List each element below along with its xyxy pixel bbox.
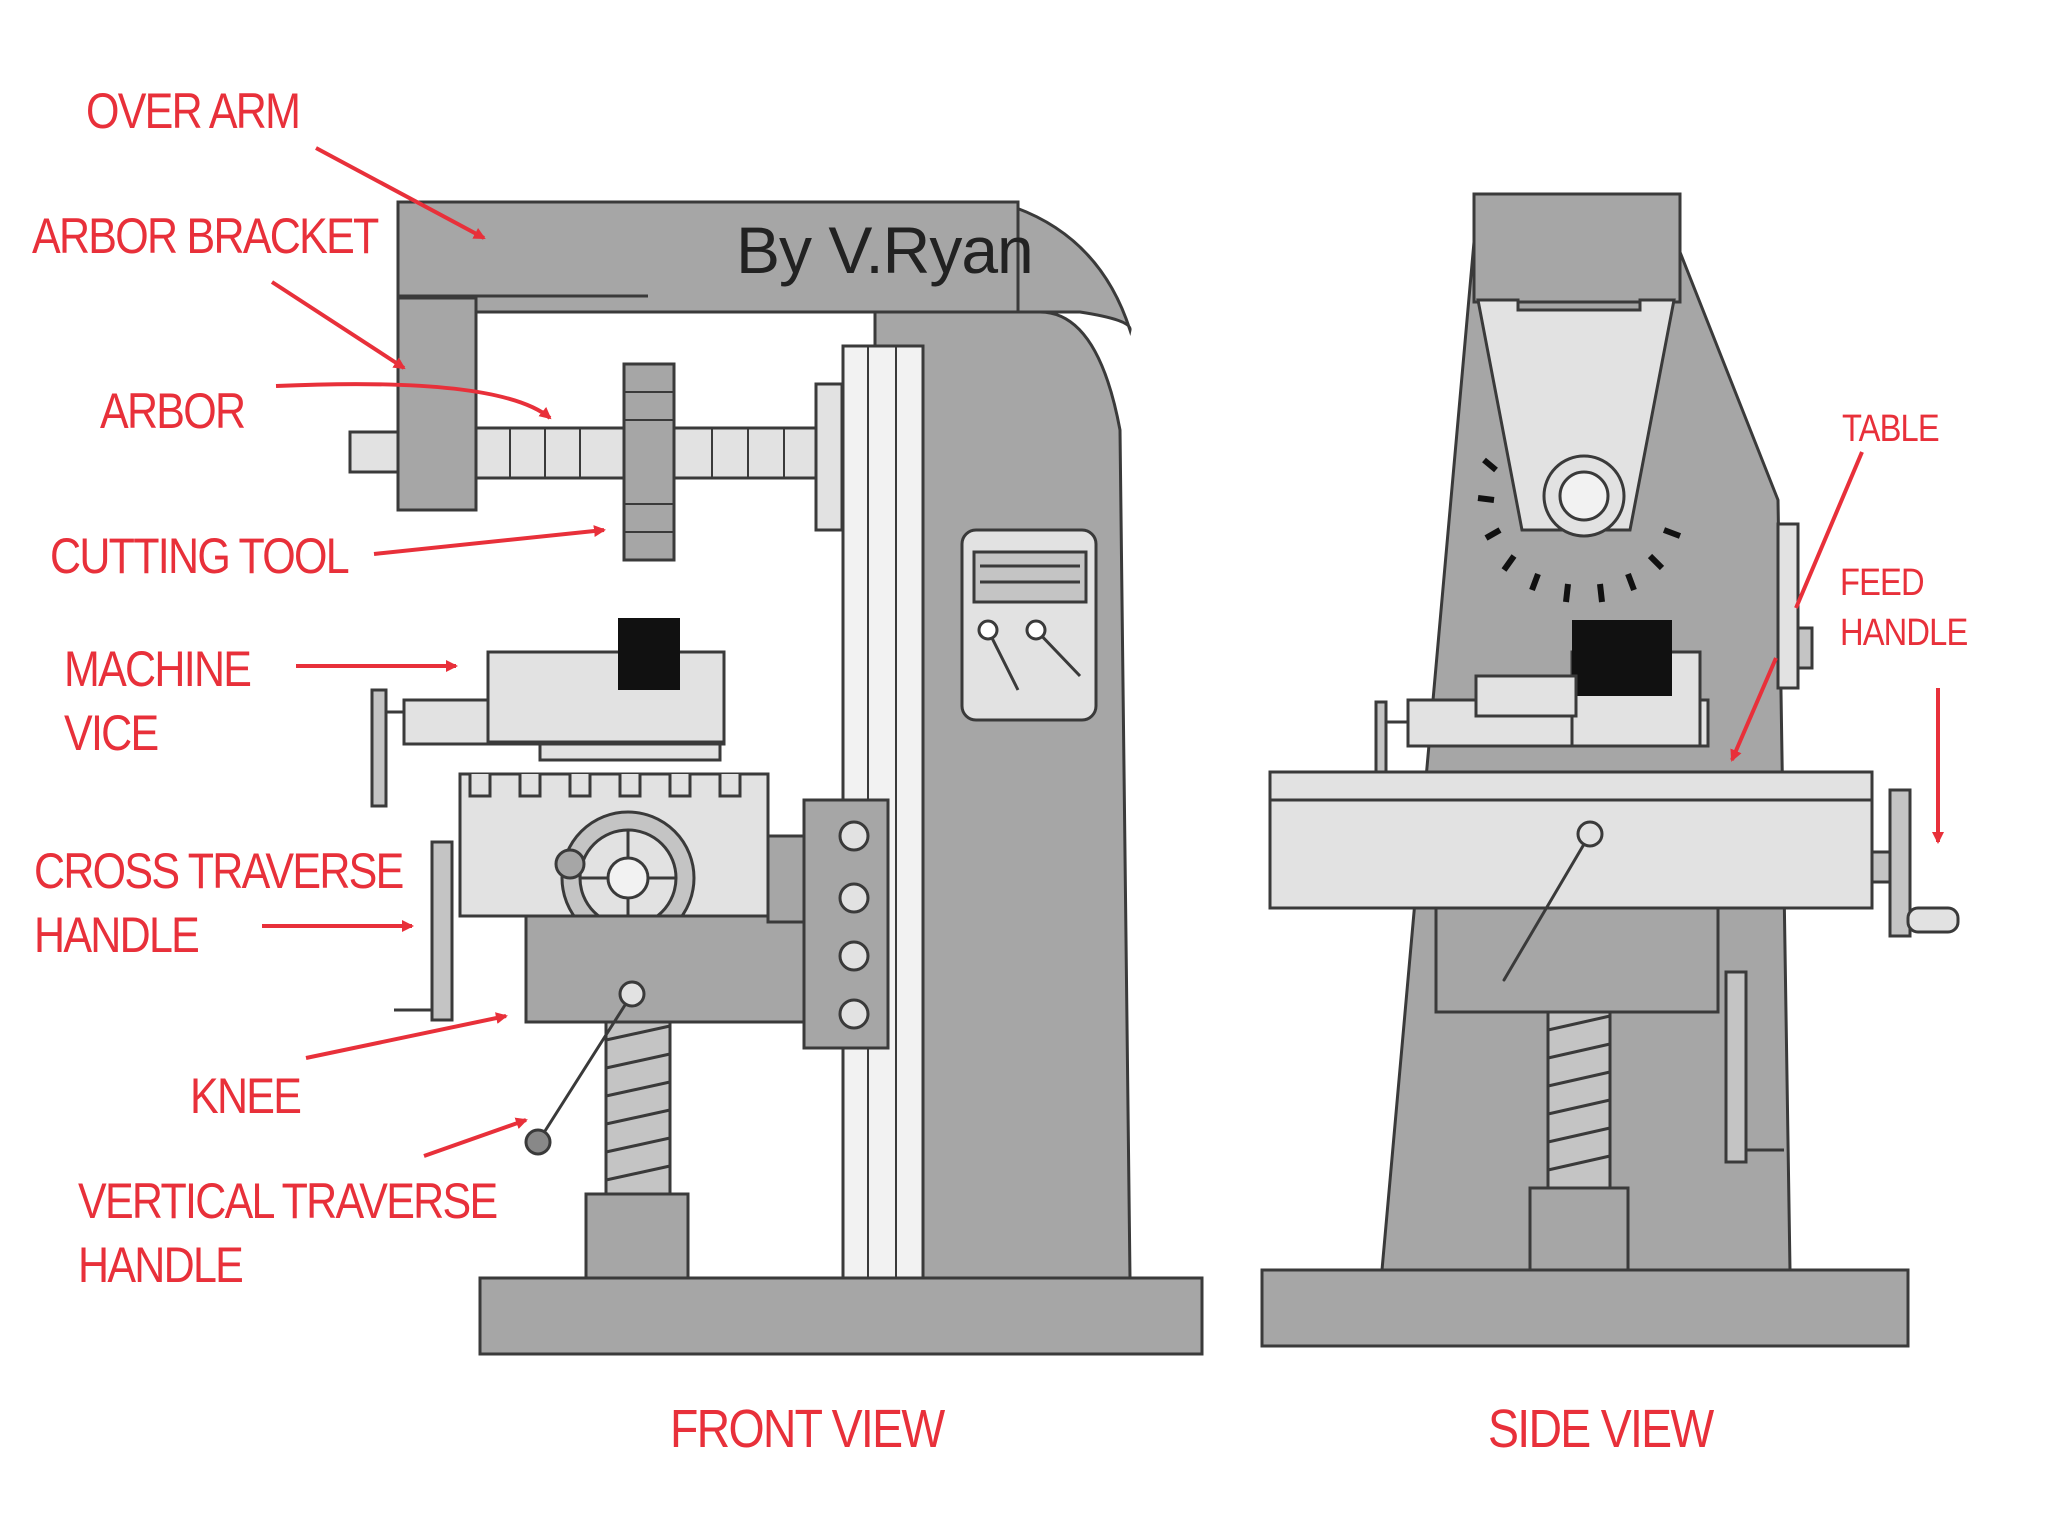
arrow-over-arm <box>315 146 486 240</box>
label-machine-vice-line1: MACHINE <box>64 641 252 697</box>
front-base <box>478 1276 1204 1356</box>
front-view-caption: FRONT VIEW <box>670 1399 945 1459</box>
label-vertical-traverse-line1: VERTICAL TRAVERSE <box>78 1173 498 1229</box>
pointer-arrows <box>262 146 1944 1158</box>
label-feed-handle-line1: FEED <box>1840 562 1925 604</box>
arrow-arbor <box>275 382 552 420</box>
label-table: TABLE <box>1842 408 1940 450</box>
label-machine-vice-line2: VICE <box>64 705 159 761</box>
label-vertical-traverse-line2: HANDLE <box>78 1237 244 1293</box>
arrow-vertical-traverse <box>423 1117 528 1158</box>
knee <box>524 914 808 1024</box>
arrow-cutting-tool <box>373 525 606 556</box>
cross-traverse-handle <box>430 840 454 1022</box>
front-view-drawing <box>348 200 1204 1356</box>
side-base <box>1260 1268 1910 1348</box>
side-view-caption: SIDE VIEW <box>1488 1399 1714 1459</box>
label-feed-handle-line2: HANDLE <box>1840 612 1968 654</box>
spindle-carrier <box>1476 298 1676 532</box>
vertical-traverse-handle <box>536 992 634 1144</box>
side-saddle <box>1434 906 1720 1014</box>
arrow-arbor-bracket <box>270 280 406 370</box>
arrow-table-line <box>1794 451 1864 609</box>
label-arbor-bracket: ARBOR BRACKET <box>32 208 379 264</box>
side-view-drawing <box>1260 192 1960 1348</box>
label-over-arm: OVER ARM <box>86 83 301 139</box>
arrow-knee <box>305 1012 508 1060</box>
side-table <box>1268 770 1874 802</box>
label-cross-traverse-line2: HANDLE <box>34 907 200 963</box>
cutting-tool <box>622 362 676 562</box>
label-arbor: ARBOR <box>100 383 246 439</box>
arbor-bracket <box>396 296 478 512</box>
arrow-table <box>1730 657 1778 762</box>
credit-text: By V.Ryan <box>736 213 1034 287</box>
vice-jaw <box>618 618 680 690</box>
label-cross-traverse-line1: CROSS TRAVERSE <box>34 843 404 899</box>
label-knee: KNEE <box>190 1068 302 1124</box>
feed-handle <box>1888 788 1912 938</box>
label-cutting-tool: CUTTING TOOL <box>50 528 350 584</box>
